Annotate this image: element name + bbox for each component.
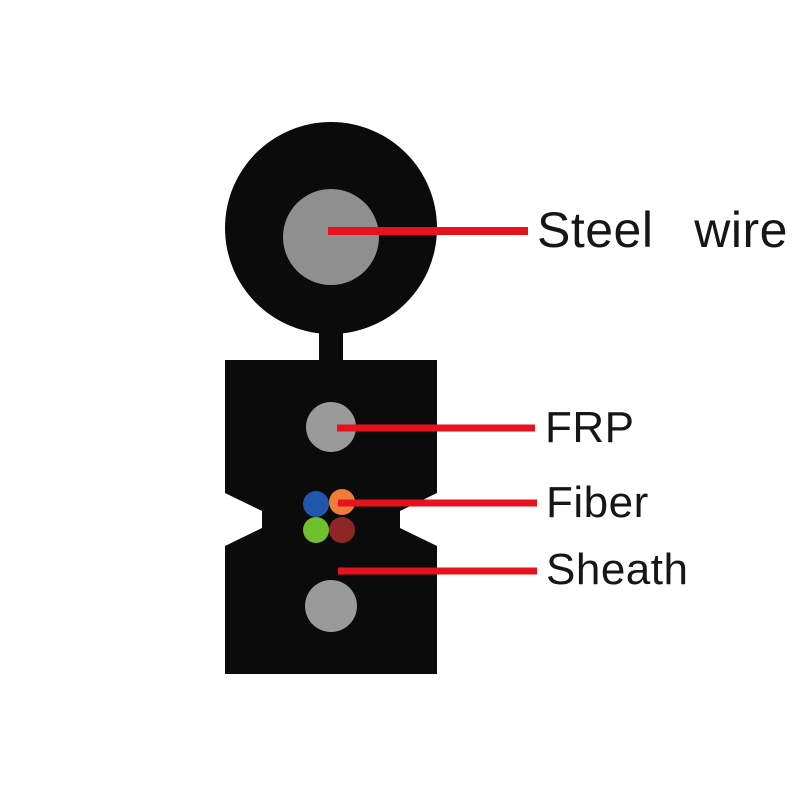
sheath-inner-circle (305, 580, 357, 632)
cable-neck-web (319, 316, 343, 362)
label-steel-wire: Steel wire (537, 202, 788, 258)
fiber-dot-blue (303, 491, 329, 517)
fiber-dot-green (303, 517, 329, 543)
fiber-dot-darkred (329, 517, 355, 543)
label-frp: FRP (545, 403, 635, 452)
steel-wire-core (283, 189, 379, 285)
cable-body (225, 360, 437, 674)
label-sheath: Sheath (546, 545, 689, 594)
frp-rod (306, 402, 356, 452)
label-fiber: Fiber (546, 478, 649, 527)
